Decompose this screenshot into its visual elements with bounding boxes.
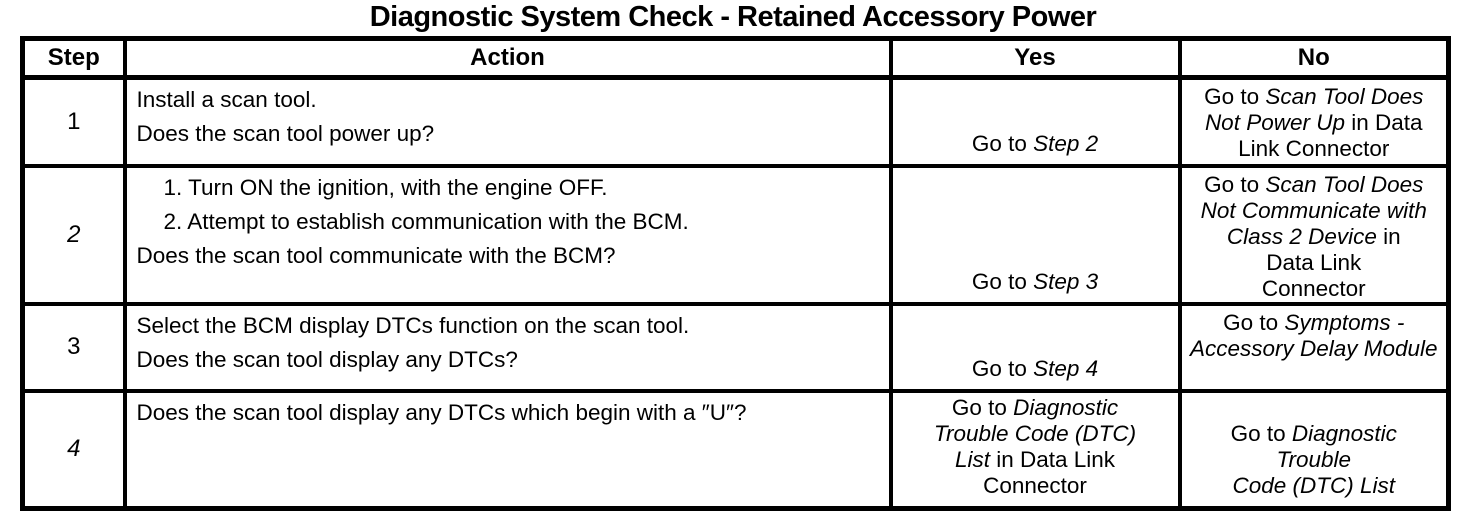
text-segment: in Data Link [989, 447, 1116, 472]
step-cell: 3 [20, 301, 127, 393]
text-line: Data Link [1188, 250, 1441, 276]
header-cell-action: Action [122, 36, 893, 80]
text-segment: Go to [1204, 171, 1266, 197]
text-segment: Go to [951, 395, 1014, 420]
text-line: Trouble [1188, 447, 1441, 473]
text-segment: Class 2 Device [1226, 223, 1377, 249]
text-segment: Go to [971, 130, 1034, 156]
text-segment: Go to [1204, 84, 1266, 109]
text-segment: 1. Turn ON the ignition, with the engine… [163, 174, 608, 200]
text-line: 2. Attempt to establish communication wi… [137, 205, 879, 239]
text-line: Select the BCM display DTCs function on … [137, 309, 879, 343]
text-segment: Select the BCM display DTCs function on … [136, 312, 690, 338]
text-line: Go to Diagnostic [899, 395, 1172, 421]
text-segment: Scan Tool Does [1265, 84, 1424, 109]
text-line: Connector [899, 473, 1172, 499]
text-segment: Data Link [1266, 249, 1362, 275]
text-segment: Link Connector [1238, 136, 1390, 161]
text-line: Go to Diagnostic [1188, 421, 1441, 447]
header-row: Step Action Yes No [20, 36, 1451, 80]
table-row: 3 Select the BCM display DTCs function o… [20, 301, 1451, 393]
no-cell: Go to Symptoms -Accessory Delay Module [1177, 301, 1451, 393]
text-segment: Step 2 [1033, 130, 1099, 156]
action-cell: Install a scan tool. Does the scan tool p… [122, 75, 893, 168]
text-line: Go to Scan Tool Does [1188, 84, 1441, 110]
text-segment: Step 4 [1033, 355, 1099, 381]
text-line: 1. Turn ON the ignition, with the engine… [137, 171, 879, 205]
text-line: Not Power Up in Data [1188, 110, 1441, 136]
text-segment: in [1376, 223, 1401, 249]
yes-cell: Go to Step 3 [888, 163, 1182, 306]
text-line: Link Connector [1188, 136, 1441, 162]
header-cell-yes: Yes [888, 36, 1182, 80]
header-cell-step: Step [20, 36, 127, 80]
yes-cell: Go to Step 4 [888, 301, 1182, 393]
header-cell-no: No [1177, 36, 1451, 80]
text-segment: Diagnostic [1291, 421, 1397, 446]
table-row: 1 Install a scan tool. Does the scan tool… [20, 75, 1451, 168]
text-segment: Does the scan tool display any DTCs whic… [136, 399, 747, 425]
text-line: Does the scan tool communicate with the … [137, 239, 879, 273]
text-line: Not Communicate with [1188, 198, 1441, 224]
diagnostic-table: Step Action Yes No 1 Install a scan tool… [20, 36, 1451, 511]
text-segment: Go to [1230, 421, 1292, 446]
text-line: Go to Symptoms - [1188, 310, 1441, 336]
yes-cell: Go to Step 2 [888, 75, 1182, 168]
text-line: Install a scan tool. [137, 83, 879, 117]
text-segment: Connector [983, 473, 1087, 498]
text-segment: Not Power Up [1204, 110, 1345, 135]
text-segment: Go to [971, 355, 1034, 381]
text-segment: Accessory Delay Module [1189, 335, 1438, 361]
step-cell: 1 [20, 75, 127, 168]
text-line: Does the scan tool display any DTCs whic… [137, 396, 879, 430]
action-cell: Does the scan tool display any DTCs whic… [122, 388, 893, 511]
text-segment: Trouble Code (DTC) [933, 421, 1137, 446]
text-segment: Does the scan tool communicate with the … [136, 242, 616, 268]
text-segment: Scan Tool Does [1265, 171, 1424, 197]
text-line: Does the scan tool power up? [137, 117, 879, 151]
text-line: Code (DTC) List [1188, 473, 1441, 499]
text-segment: 2. Attempt to establish communication wi… [163, 208, 689, 234]
text-line: Go to Scan Tool Does [1188, 172, 1441, 198]
step-cell: 4 [20, 388, 127, 511]
text-segment: Install a scan tool. [136, 87, 317, 112]
text-segment: Diagnostic [1013, 395, 1119, 420]
action-cell: 1. Turn ON the ignition, with the engine… [122, 163, 893, 306]
text-line: Go to Step 4 [899, 356, 1172, 382]
table-row: 2 1. Turn ON the ignition, with the engi… [20, 163, 1451, 306]
text-segment: Connector [1261, 275, 1366, 301]
text-segment: in Data [1345, 110, 1423, 135]
text-segment: Does the scan tool display any DTCs? [136, 346, 518, 372]
text-line: Trouble Code (DTC) [899, 421, 1172, 447]
text-segment: List [954, 447, 990, 472]
text-segment: Go to [971, 268, 1034, 294]
text-segment: Code (DTC) List [1232, 473, 1396, 498]
text-segment: Symptoms - [1284, 309, 1405, 335]
page-title: Diagnostic System Check - Retained Acces… [369, 1, 1097, 33]
text-line: Does the scan tool display any DTCs? [137, 343, 879, 377]
text-line: Accessory Delay Module [1188, 336, 1441, 362]
step-cell: 2 [20, 163, 127, 306]
text-line: Class 2 Device in [1188, 224, 1441, 250]
text-segment: Go to [1223, 309, 1285, 335]
text-segment: Not Communicate with [1200, 197, 1427, 223]
text-segment: Trouble [1276, 447, 1352, 472]
text-segment: Step 3 [1033, 268, 1099, 294]
text-line: Connector [1188, 275, 1441, 301]
text-line: Go to Step 2 [899, 131, 1172, 157]
table-row: 4 Does the scan tool display any DTCs wh… [20, 388, 1451, 511]
text-line: List in Data Link [899, 447, 1172, 473]
action-cell: Select the BCM display DTCs function on … [122, 301, 893, 393]
text-segment: Does the scan tool power up? [136, 121, 435, 146]
text-line: Go to Step 3 [899, 269, 1172, 295]
